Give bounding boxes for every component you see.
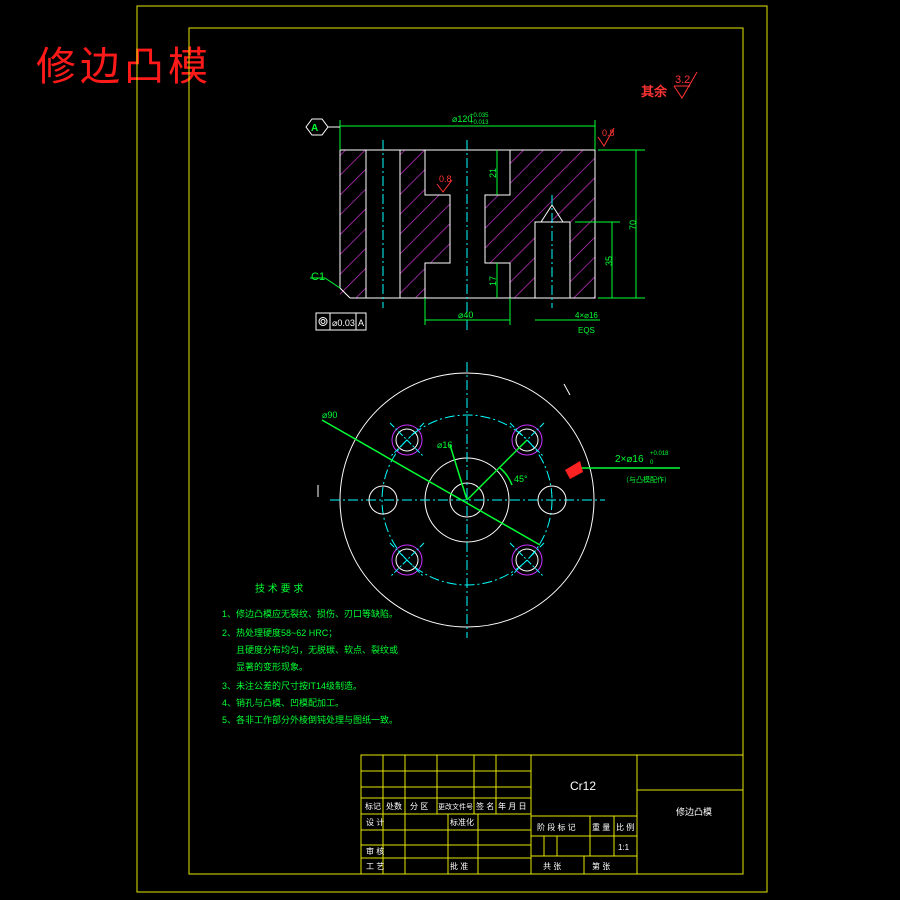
svg-text:（与凸模配作）: （与凸模配作） xyxy=(622,475,671,484)
svg-text:EQS: EQS xyxy=(578,326,595,335)
title-block: Cr12 修边凸模 标记 处数 分 区 更改文件号 签 名 年 月 日 设 计 … xyxy=(360,754,744,875)
svg-text:且硬度分布均匀，无脱碳、软点、裂纹或: 且硬度分布均匀，无脱碳、软点、裂纹或 xyxy=(236,644,398,655)
svg-text:批 准: 批 准 xyxy=(450,861,468,871)
svg-text:设 计: 设 计 xyxy=(366,817,384,827)
svg-text:修边凸模: 修边凸模 xyxy=(676,806,712,817)
drawing-title: 修边凸模 xyxy=(36,44,212,90)
svg-text:⌀16: ⌀16 xyxy=(437,440,452,450)
svg-text:A: A xyxy=(358,318,364,328)
svg-text:⌀120: ⌀120 xyxy=(452,114,472,124)
svg-text:⌀40: ⌀40 xyxy=(458,310,473,320)
svg-text:C1: C1 xyxy=(311,271,325,283)
svg-text:Cr12: Cr12 xyxy=(570,779,596,793)
svg-text:4、销孔与凸模、凹模配加工。: 4、销孔与凸模、凹模配加工。 xyxy=(222,697,344,708)
roughness-other: 其余 3.2 xyxy=(641,71,698,99)
svg-text:+0.018: +0.018 xyxy=(650,451,669,457)
svg-text:0.8: 0.8 xyxy=(602,128,615,138)
svg-text:3、未注公差的尺寸按IT14级制造。: 3、未注公差的尺寸按IT14级制造。 xyxy=(222,680,362,691)
svg-text:17: 17 xyxy=(488,276,498,286)
svg-text:分 区: 分 区 xyxy=(410,802,428,811)
svg-text:+0.035: +0.035 xyxy=(470,113,489,119)
svg-text:21: 21 xyxy=(488,168,498,178)
svg-text:35: 35 xyxy=(604,256,614,266)
svg-text:2、热处理硬度58~62 HRC；: 2、热处理硬度58~62 HRC； xyxy=(222,627,337,638)
svg-text:70: 70 xyxy=(628,220,638,230)
svg-text:阶 段 标 记: 阶 段 标 记 xyxy=(537,822,576,832)
svg-text:工 艺: 工 艺 xyxy=(366,862,384,871)
svg-text:年 月 日: 年 月 日 xyxy=(498,801,526,811)
svg-text:⌀90: ⌀90 xyxy=(322,410,337,420)
svg-text:A: A xyxy=(311,123,318,134)
svg-text:签 名: 签 名 xyxy=(476,801,494,811)
tech-requirements: 技 术 要 求 1、修边凸模应无裂纹、损伤、刃口等缺陷。 2、热处理硬度58~6… xyxy=(222,582,398,725)
svg-text:+0.013: +0.013 xyxy=(470,120,489,126)
svg-text:3.2: 3.2 xyxy=(675,74,690,86)
svg-text:5、各非工作部分外棱倒钝处理与图纸一致。: 5、各非工作部分外棱倒钝处理与图纸一致。 xyxy=(222,714,398,725)
svg-text:0.8: 0.8 xyxy=(439,174,452,184)
svg-text:显著的变形现象。: 显著的变形现象。 xyxy=(236,661,308,672)
svg-text:标准化: 标准化 xyxy=(450,817,474,827)
svg-text:其余: 其余 xyxy=(641,84,668,99)
svg-text:比 例: 比 例 xyxy=(616,822,634,832)
outer-frame xyxy=(136,5,768,893)
svg-text:第 张: 第 张 xyxy=(592,861,610,871)
svg-text:共 张: 共 张 xyxy=(543,862,561,871)
svg-text:重 量: 重 量 xyxy=(592,822,610,832)
svg-text:审 核: 审 核 xyxy=(366,846,384,856)
svg-text:更改文件号: 更改文件号 xyxy=(438,802,473,811)
svg-text:⌀0.03: ⌀0.03 xyxy=(332,318,355,328)
svg-text:2×⌀16: 2×⌀16 xyxy=(615,454,644,465)
svg-text:45°: 45° xyxy=(514,474,528,484)
plan-view: ⌀90 ⌀16 45° 2×⌀16 +0.018 0 （与凸模配作） xyxy=(317,362,680,638)
svg-text:1:1: 1:1 xyxy=(618,843,630,852)
svg-text:0: 0 xyxy=(650,460,654,466)
section-view: A ⌀120 +0.035 +0.013 0.8 0.8 21 17 70 35… xyxy=(305,113,645,335)
svg-text:1、修边凸模应无裂纹、损伤、刃口等缺陷。: 1、修边凸模应无裂纹、损伤、刃口等缺陷。 xyxy=(222,608,398,619)
svg-text:技 术 要 求: 技 术 要 求 xyxy=(255,582,303,595)
svg-text:4×⌀16: 4×⌀16 xyxy=(575,311,598,320)
svg-text:标记: 标记 xyxy=(365,801,381,811)
svg-text:处数: 处数 xyxy=(386,801,402,811)
